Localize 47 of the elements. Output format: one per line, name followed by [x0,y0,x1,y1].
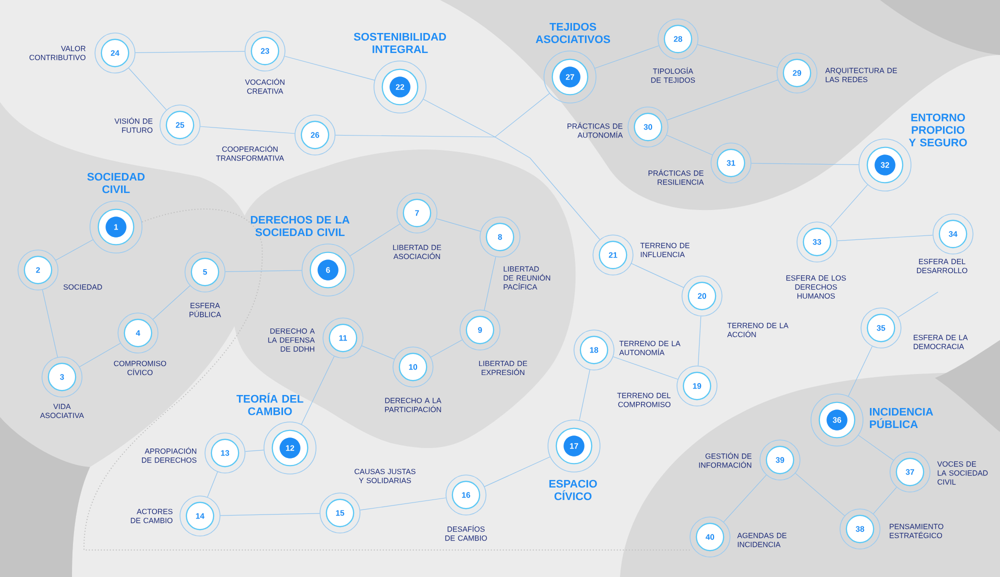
connector-line [430,340,462,358]
connector-line [830,184,868,227]
connector-line [79,342,121,368]
connector-line [423,99,600,240]
node-label: DERECHOS DE LA SOCIEDAD CIVIL [250,216,350,236]
connector-line [301,356,334,424]
node-label: SOCIEDAD CIVIL [87,172,145,194]
connector-line [360,498,446,510]
connector-line [698,316,702,366]
node-label: TEORÍA DEL CAMBIO [236,392,304,416]
connector-line [594,45,660,69]
node-label: ENTORNO PROPICIO Y SEGURO [908,114,967,146]
connector-line [631,263,684,288]
connector-line [837,234,933,242]
connector-line [848,346,872,396]
connector-line [697,44,778,68]
connector-line [225,270,302,272]
node-label: SOSTENIBILIDAD INTEGRAL [354,32,446,54]
node-label: TEJIDOS ASOCIATIVOS [536,22,610,44]
connector-line [152,285,190,320]
connector-line [42,290,58,358]
node-label: ESPACIO CÍVICO [549,480,597,500]
connector-line [335,93,550,138]
connector-line [128,68,167,110]
connector-line [858,435,894,460]
connector-line [723,474,767,522]
connector-line [873,487,897,514]
connector-line [751,162,859,165]
connector-line [362,346,394,360]
connector-line [284,56,375,80]
connector-line [666,134,713,156]
connector-line [579,370,590,420]
connector-line [245,450,264,452]
connector-line [484,456,550,487]
connector-line [56,239,94,260]
connector-line [200,126,295,134]
node-label: INCIDENCIA PÚBLICA [870,408,934,428]
connector-line [612,356,678,380]
connector-line [666,80,778,120]
connector-line [135,50,245,54]
connector-line [484,256,496,310]
connector-line [436,218,481,232]
connector-line [207,472,218,498]
connector-line [350,224,400,256]
connector-line [220,513,320,516]
connector-line [795,473,845,516]
connector-line [898,292,938,318]
